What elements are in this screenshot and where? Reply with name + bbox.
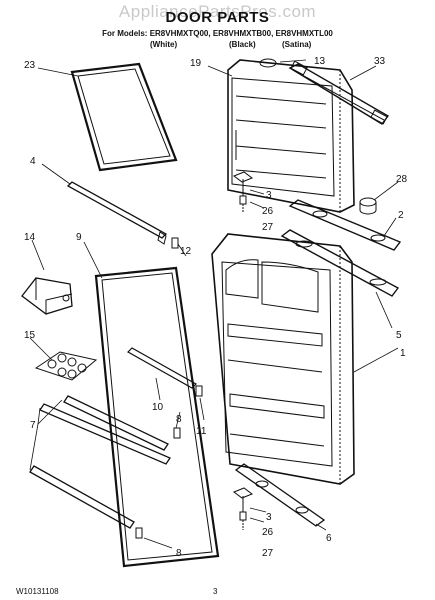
- callout-6: 6: [326, 533, 332, 544]
- fresh-food-gasket: [94, 266, 220, 568]
- callout-5: 5: [396, 330, 402, 341]
- part-12-clip: [171, 237, 179, 249]
- callout-4: 4: [30, 156, 36, 167]
- color-satina-label: (Satina): [282, 40, 312, 49]
- callout-13: 13: [314, 56, 326, 67]
- callout-7: 7: [30, 420, 36, 431]
- dairy-compartment-door: [21, 277, 73, 315]
- callout-2: 2: [398, 210, 404, 221]
- callout-28: 28: [396, 174, 408, 185]
- freezer-door-liner: [227, 59, 355, 213]
- callout-27-upper: 27: [262, 222, 274, 233]
- hinge-bar-upper: [288, 199, 402, 251]
- callout-11: 11: [196, 426, 207, 437]
- callout-8-upper: 8: [176, 414, 182, 425]
- leader-lines: [29, 59, 399, 549]
- freezer-gasket: [70, 62, 178, 172]
- freezer-hinge-hardware: [232, 171, 254, 212]
- models-line: For Models: ER8VHMXTQ00, ER8VHMXTB00, ER…: [102, 29, 333, 38]
- freezer-trim-strip: [66, 181, 168, 245]
- part-8-clip-upper: [173, 427, 181, 439]
- part-11-clip: [195, 385, 203, 397]
- callout-3-upper: 3: [266, 190, 272, 201]
- callout-10: 10: [152, 402, 164, 413]
- color-black-label: (Black): [229, 40, 256, 49]
- freezer-handle: [288, 60, 390, 125]
- callout-26-lower: 26: [262, 527, 274, 538]
- callout-27-lower: 27: [262, 548, 274, 559]
- callout-9: 9: [76, 232, 82, 243]
- part-28-plug: [359, 197, 377, 215]
- fresh-food-door-liner: [211, 233, 355, 485]
- callout-14: 14: [24, 232, 36, 243]
- callout-26-upper: 26: [262, 206, 274, 217]
- lower-hinge-hardware: [232, 487, 254, 530]
- part-13-cap: [259, 58, 277, 68]
- callout-19: 19: [190, 58, 202, 69]
- bottom-hinge-bar: [234, 463, 326, 527]
- callout-12: 12: [180, 246, 192, 257]
- callout-33: 33: [374, 56, 386, 67]
- watermark: AppliancePartsPros.com: [118, 2, 317, 21]
- document-number: W10131108: [16, 587, 59, 596]
- part-10-trim: [127, 347, 197, 389]
- page-title: DOOR PARTS: [165, 9, 270, 26]
- callout-3-lower: 3: [266, 512, 272, 523]
- egg-tray: [34, 351, 98, 381]
- door-trim-strip-2: [39, 403, 171, 465]
- callout-23: 23: [24, 60, 36, 71]
- page-number: 3: [213, 587, 218, 596]
- callout-1: 1: [400, 348, 406, 359]
- callout-15: 15: [24, 330, 36, 341]
- part-8-clip-lower: [135, 527, 143, 539]
- callout-8-lower: 8: [176, 548, 182, 559]
- color-white-label: (White): [150, 40, 178, 49]
- door-trim-strip-3: [29, 465, 135, 529]
- door-trim-strip-1: [63, 395, 169, 451]
- hinge-bar-lower: [280, 229, 400, 297]
